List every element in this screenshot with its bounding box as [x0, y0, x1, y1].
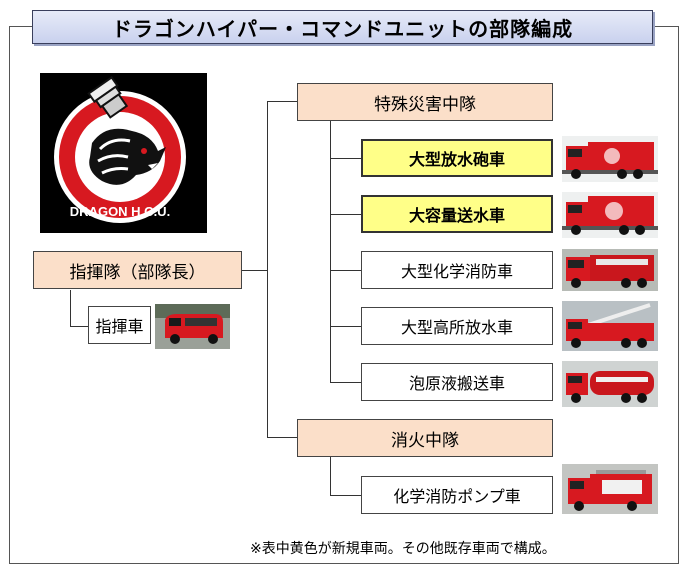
connector-line [70, 290, 71, 326]
svg-text:DRAGON H.C.U.: DRAGON H.C.U. [70, 204, 170, 219]
vehicle-label: 化学消防ポンプ車 [393, 487, 521, 506]
vehicle-label: 大型放水砲車 [408, 150, 505, 169]
vehicle-label: 泡原液搬送車 [408, 374, 505, 393]
water-cannon-truck-photo [562, 136, 658, 182]
vehicle-label: 大型高所放水車 [400, 318, 513, 337]
connector-line [70, 326, 88, 327]
command-unit-box: 指揮隊（部隊長） [33, 251, 242, 289]
foam-concentrate-truck-photo [562, 361, 658, 407]
high-volume-pump-truck-photo [562, 192, 658, 238]
unit-label: 特殊災害中隊 [374, 94, 476, 115]
chemical-fire-truck-photo [562, 249, 658, 291]
connector-line [330, 382, 361, 383]
footnote: ※表中黄色が新規車両。その他既存車両で構成。 [250, 541, 556, 557]
connector-line [330, 456, 331, 496]
connector-line [330, 158, 361, 159]
command-van-photo [155, 304, 230, 349]
connector-line [330, 120, 331, 383]
connector-line [267, 437, 297, 438]
connector-line [330, 214, 361, 215]
vehicle-label: 大型化学消防車 [400, 262, 513, 281]
connector-line [330, 326, 361, 327]
unit-box-special-disaster: 特殊災害中隊 [297, 83, 553, 121]
vehicle-box-new: 大容量送水車 [361, 195, 553, 233]
chemical-pumper-truck-photo [562, 464, 658, 514]
vehicle-box: 化学消防ポンプ車 [361, 476, 553, 514]
unit-label: 消火中隊 [391, 430, 459, 451]
dragon-emblem-icon: DRAGON H.C.U. [54, 76, 186, 223]
connector-line [267, 101, 268, 437]
connector-line [330, 495, 361, 496]
vehicle-box: 大型高所放水車 [361, 307, 553, 345]
page-title: ドラゴンハイパー・コマンドユニットの部隊編成 [32, 10, 653, 44]
connector-line [242, 270, 267, 271]
connector-line [267, 101, 297, 102]
aerial-water-tower-truck-photo [562, 301, 658, 351]
command-vehicle-label: 指揮車 [95, 317, 144, 336]
command-unit-label: 指揮隊（部隊長） [69, 262, 206, 283]
command-vehicle-box: 指揮車 [88, 306, 151, 344]
vehicle-box: 大型化学消防車 [361, 251, 553, 289]
vehicle-box: 泡原液搬送車 [361, 363, 553, 401]
vehicle-box-new: 大型放水砲車 [361, 139, 553, 177]
vehicle-label: 大容量送水車 [408, 206, 505, 225]
dragon-hcu-logo: DRAGON H.C.U. [40, 73, 207, 233]
unit-box-fire-suppression: 消火中隊 [297, 419, 553, 457]
connector-line [330, 270, 361, 271]
